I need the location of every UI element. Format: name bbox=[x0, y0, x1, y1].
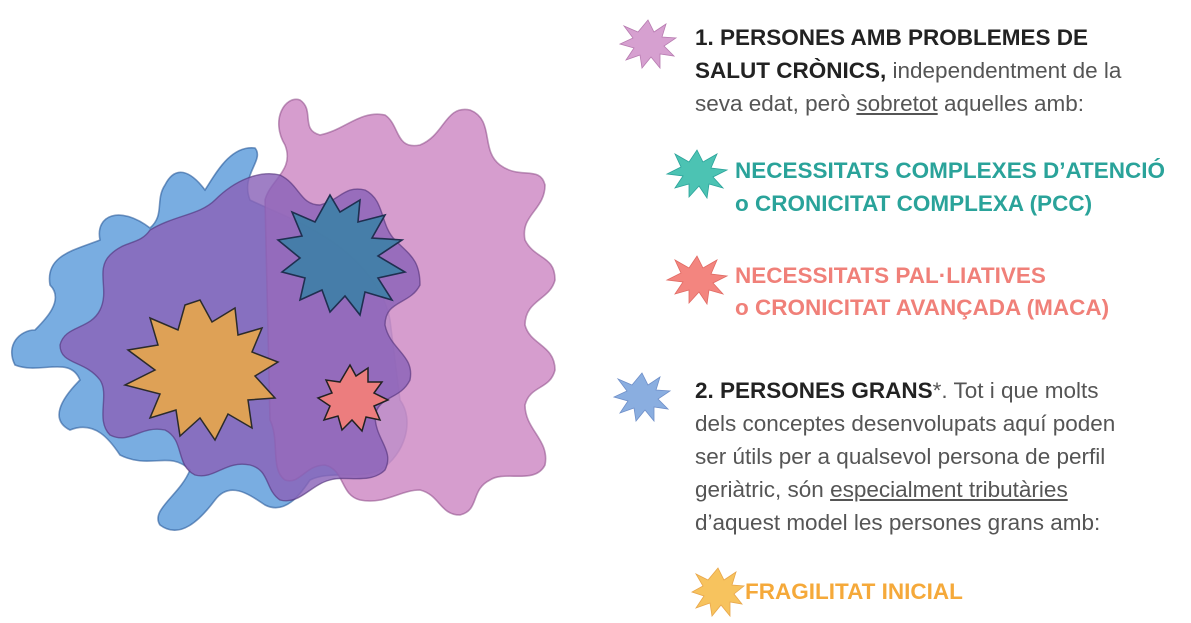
fragilitat-label: FRAGILITAT INICIAL bbox=[745, 579, 963, 604]
section1-line1: 1. PERSONES AMB PROBLEMES DE bbox=[695, 22, 1088, 53]
salmon-splat-icon bbox=[665, 255, 729, 306]
section2-line5: d’aquest model les persones grans amb: bbox=[695, 510, 1101, 535]
section1-title-line1: PERSONES AMB PROBLEMES DE bbox=[720, 25, 1088, 50]
section1-desc-underlined: sobretot bbox=[856, 91, 938, 116]
teal-splat-icon bbox=[665, 149, 729, 200]
yellow-blob-shape bbox=[122, 299, 280, 442]
maca-line2: o CRONICITAT AVANÇADA (MACA) bbox=[735, 295, 1110, 320]
section1-number: 1. bbox=[695, 25, 714, 50]
salmon-blob-shape bbox=[316, 363, 390, 433]
teal-blob-shape bbox=[276, 193, 408, 317]
section2-number: 2. bbox=[695, 378, 714, 403]
section1-desc-line1: independentment de la bbox=[892, 58, 1122, 83]
section2-line4: geriàtric, són especialment tributàries bbox=[695, 474, 1068, 505]
pcc-line1: NECESSITATS COMPLEXES D’ATENCIÓ bbox=[735, 158, 1166, 183]
section2-underlined: especialment tributàries bbox=[830, 477, 1068, 502]
section1-desc-line2-pre: seva edat, però bbox=[695, 91, 851, 116]
section1-line3: seva edat, però sobretot aquelles amb: bbox=[695, 88, 1084, 119]
section1-line2: SALUT CRÒNICS, independentment de la bbox=[695, 55, 1121, 86]
pcc-line2: o CRONICITAT COMPLEXA (PCC) bbox=[735, 191, 1093, 216]
pink-splat-icon bbox=[618, 19, 678, 70]
section2-asterisk: * bbox=[932, 378, 942, 403]
blue-splat-icon bbox=[612, 372, 672, 423]
section2-line4-pre: geriàtric, són bbox=[695, 477, 824, 502]
section2-line1: 2. PERSONES GRANS*. Tot i que molts bbox=[695, 375, 1099, 406]
section2-line1-rest: . Tot i que molts bbox=[941, 378, 1099, 403]
maca-line1: NECESSITATS PAL·LIATIVES bbox=[735, 263, 1046, 288]
section1-title-line2: SALUT CRÒNICS, bbox=[695, 58, 887, 83]
section2-title: PERSONES GRANS bbox=[720, 378, 933, 403]
section1-desc-line2-post: aquelles amb: bbox=[943, 91, 1085, 116]
yellow-splat-icon bbox=[691, 567, 746, 618]
section2-line2: dels conceptes desenvolupats aquí poden bbox=[695, 411, 1116, 436]
section2-line3: ser útils per a qualsevol persona de per… bbox=[695, 444, 1106, 469]
